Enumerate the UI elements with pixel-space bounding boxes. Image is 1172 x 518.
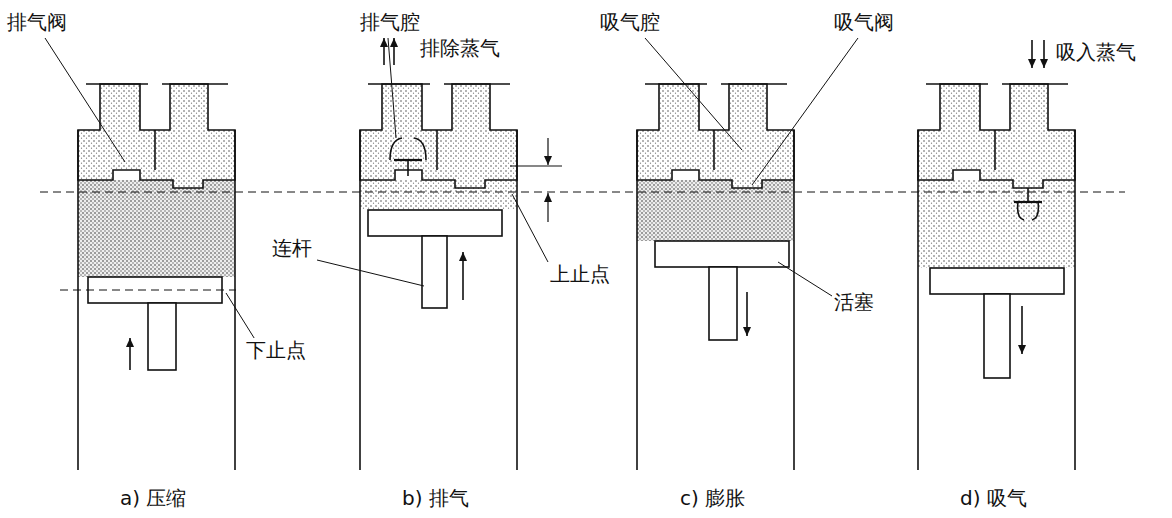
part-label: 下止点: [244, 338, 308, 362]
flow-label: 排除蒸气: [418, 36, 502, 60]
panel-caption: d) 吸气: [958, 486, 1029, 510]
part-label: 吸气阀: [832, 10, 896, 34]
part-label: 活塞: [832, 290, 876, 314]
part-label: 排气腔: [358, 10, 422, 34]
panel-caption: b) 排气: [400, 486, 471, 510]
panel-caption: c) 膨胀: [678, 486, 747, 510]
part-label: 吸气腔: [598, 10, 662, 34]
flow-label: 吸入蒸气: [1054, 40, 1138, 64]
panel-caption: a) 压缩: [118, 486, 188, 510]
part-label: 连杆: [270, 236, 314, 260]
part-label: 上止点: [548, 262, 612, 286]
part-label: 排气阀: [5, 10, 69, 34]
